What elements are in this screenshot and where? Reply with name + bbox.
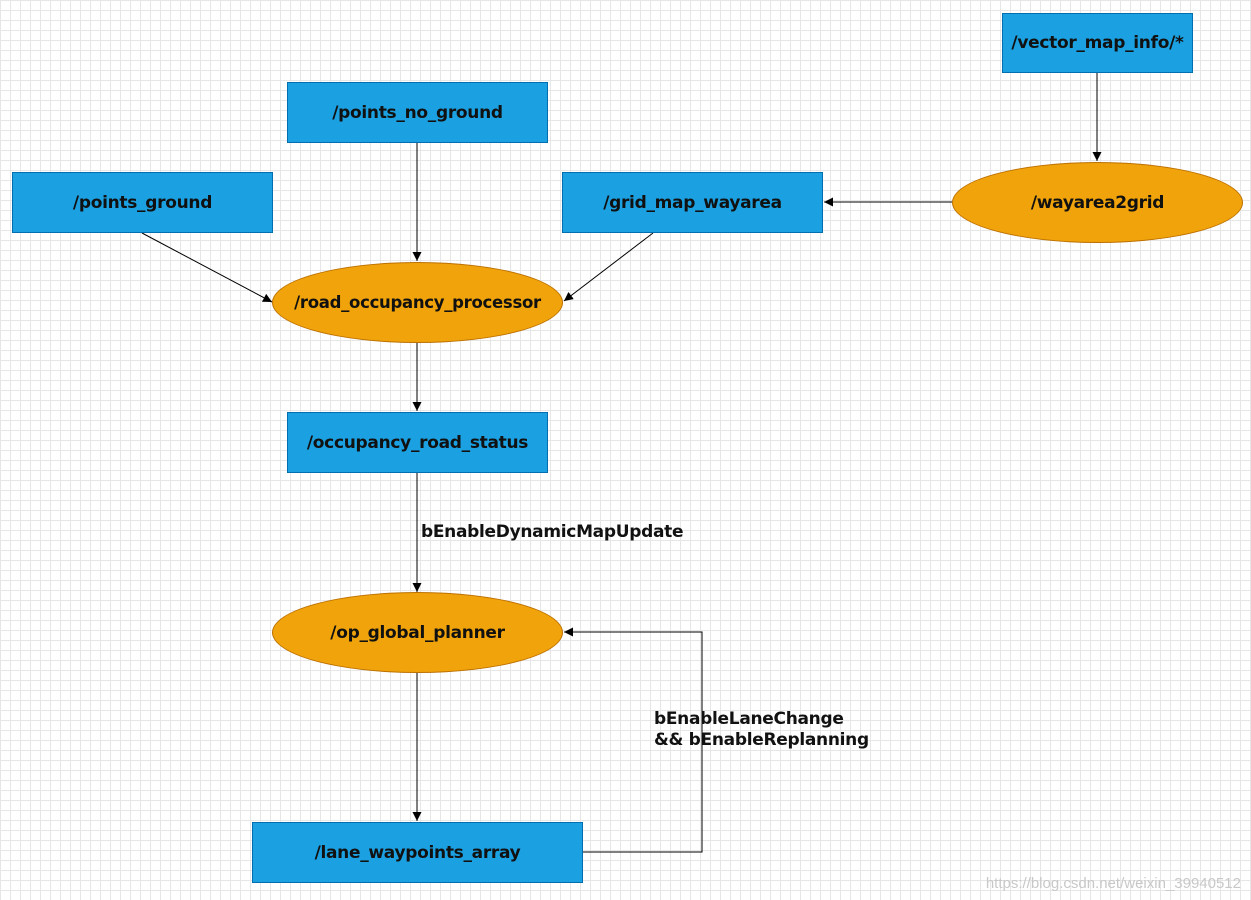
edge-label-lane-change: bEnableLaneChange && bEnableReplanning xyxy=(654,709,869,751)
watermark: https://blog.csdn.net/weixin_39940512 xyxy=(985,875,1241,892)
edge-points-ground-to-processor xyxy=(141,232,273,303)
edge-grid-map-to-processor xyxy=(563,232,654,302)
node-points-ground: /points_ground xyxy=(12,172,273,233)
node-grid-map-wayarea: /grid_map_wayarea xyxy=(562,172,823,233)
node-vector-map-info: /vector_map_info/* xyxy=(1002,13,1193,73)
node-points-no-ground: /points_no_ground xyxy=(287,82,548,143)
node-op-global-planner: /op_global_planner xyxy=(272,592,563,673)
edge-label-line-1: bEnableLaneChange xyxy=(654,709,844,729)
edge-label-dynamic-map-update: bEnableDynamicMapUpdate xyxy=(421,522,684,542)
node-occupancy-road-status: /occupancy_road_status xyxy=(287,412,548,473)
node-wayarea2grid: /wayarea2grid xyxy=(952,162,1243,243)
node-road-occupancy-processor: /road_occupancy_processor xyxy=(272,262,563,343)
edge-label-line-2: && bEnableReplanning xyxy=(654,730,869,750)
edge-lane-waypoints-to-planner xyxy=(564,627,703,853)
node-lane-waypoints-array: /lane_waypoints_array xyxy=(252,822,583,883)
